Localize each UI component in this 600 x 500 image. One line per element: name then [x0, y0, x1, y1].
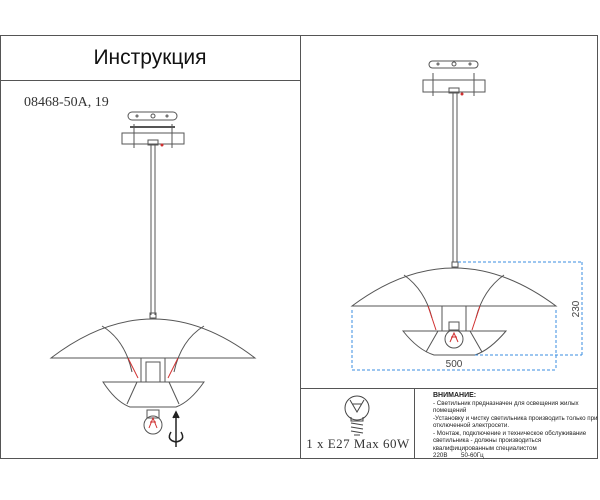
warning-line: - Монтаж, подключение и техническое обсл…	[433, 429, 587, 452]
warning-block: ВНИМАНИЕ: - Светильник предназначен для …	[433, 392, 598, 460]
canopy	[121, 132, 185, 145]
right-lamp-drawing: 500 230	[350, 60, 583, 371]
bulb-icon	[143, 409, 163, 435]
warning-line: -Установку и чистку светильника производ…	[433, 414, 598, 430]
left-lamp-drawing	[49, 111, 257, 447]
upper-shade	[350, 267, 558, 307]
warning-line: - Светильник предназначен для освещения …	[433, 399, 579, 415]
model-number: 08468-50A, 19	[24, 95, 109, 110]
warning-heading: ВНИМАНИЕ:	[433, 392, 477, 399]
frequency: 50-60Гц	[461, 452, 484, 459]
lower-bowl	[102, 381, 205, 408]
page-title: Инструкция	[93, 45, 207, 69]
bottom-info-row	[300, 388, 598, 459]
bulb-icon	[444, 321, 464, 349]
lamp-spec: 1 x E27 Max 60W	[306, 436, 410, 451]
mounting-plate	[127, 111, 178, 121]
upper-shade	[49, 318, 257, 359]
width-dimension: 500	[446, 359, 463, 370]
voltage: 220В	[433, 452, 448, 459]
canopy	[422, 79, 486, 93]
height-dimension: 230	[571, 300, 582, 317]
light-bulb-icon	[344, 395, 370, 436]
power-spec: 220В 50-60Гц	[433, 452, 598, 460]
title-row	[0, 35, 301, 81]
mounting-plate	[428, 60, 479, 69]
bottom-divider	[414, 388, 415, 459]
dimension-lines	[351, 261, 583, 371]
rotate-arrow-icon	[168, 410, 184, 447]
